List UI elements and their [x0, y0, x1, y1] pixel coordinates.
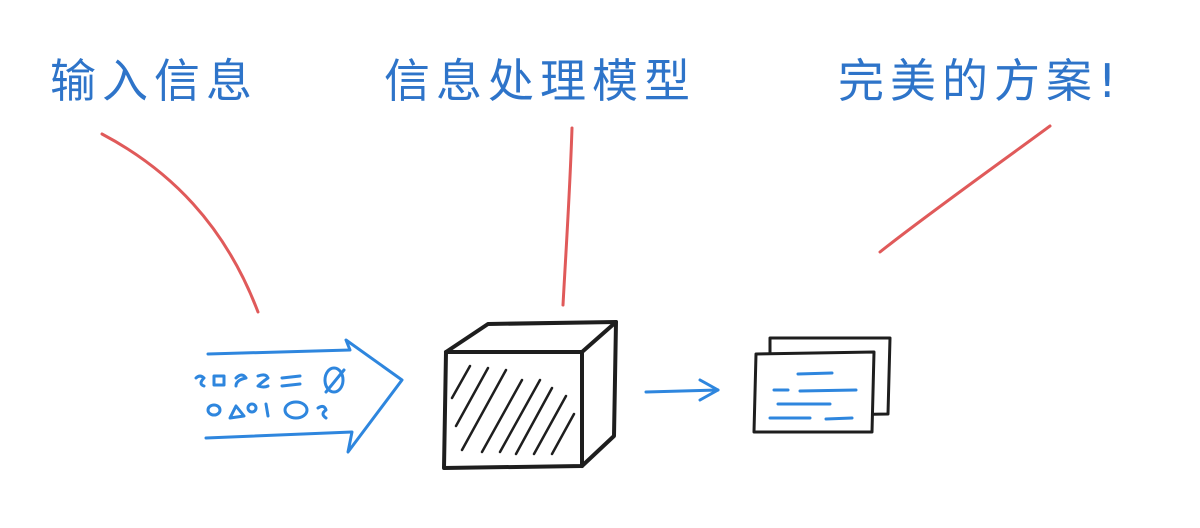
input-data-arrow: [194, 338, 404, 454]
pointer-line-model: [561, 126, 574, 307]
document-text-lines: [768, 371, 858, 421]
model-label: 信息处理模型: [384, 54, 696, 108]
pointer-line-input: [100, 132, 260, 314]
processing-cube: [442, 320, 618, 470]
output-arrow: [644, 378, 720, 402]
pointer-line-solution: [878, 124, 1052, 254]
input-info-label: 输入信息: [50, 54, 258, 108]
solution-label: 完美的方案!: [838, 54, 1123, 108]
cube-hatching: [450, 364, 576, 456]
